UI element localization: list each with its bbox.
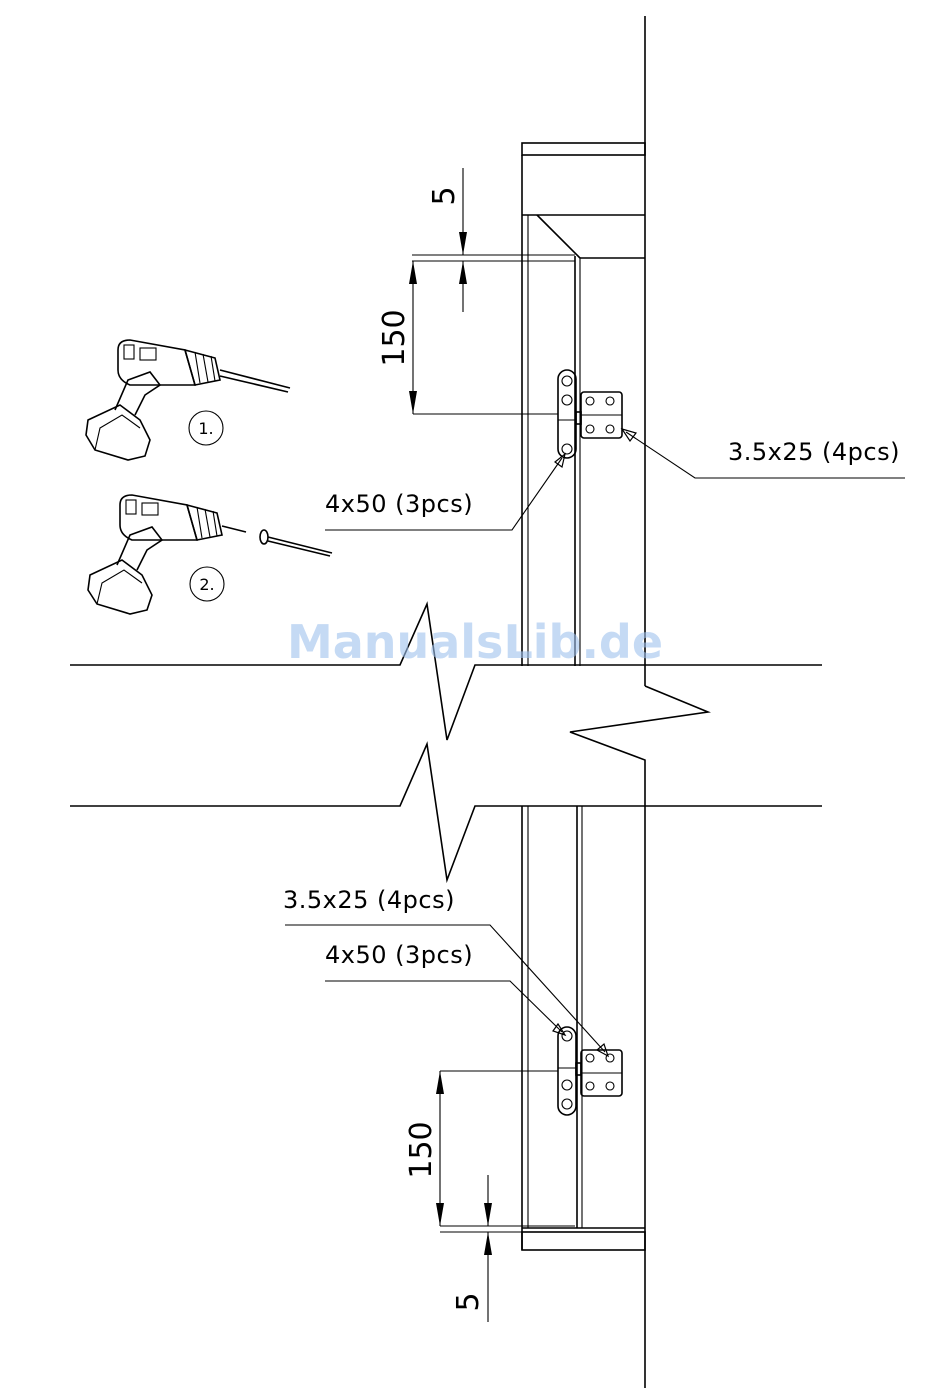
label-bottom-frame-screws: 4x50 (3pcs): [325, 941, 473, 969]
door-frame-top: [522, 143, 645, 666]
wall-outline: [570, 16, 708, 1388]
label-bottom-hinge-screws: 3.5x25 (4pcs): [283, 886, 455, 914]
dimension-bottom-gap: 5: [451, 1292, 486, 1311]
hinge-top: [558, 370, 622, 458]
label-top-hinge-screws: 3.5x25 (4pcs): [728, 438, 900, 466]
dimension-bottom: [436, 1071, 575, 1322]
dimension-bottom-offset: 150: [404, 1121, 439, 1178]
step-1-number: 1.: [198, 419, 213, 438]
drill-with-screw-icon: [88, 495, 332, 614]
hinge-bottom: [558, 1027, 622, 1115]
watermark: ManualsLib.de: [287, 615, 663, 669]
dimension-top-gap: 5: [427, 186, 462, 205]
step-2-number: 2.: [199, 575, 214, 594]
drill-with-bit-icon: [86, 340, 290, 460]
dimension-top-offset: 150: [377, 309, 412, 366]
label-top-frame-screws: 4x50 (3pcs): [325, 490, 473, 518]
